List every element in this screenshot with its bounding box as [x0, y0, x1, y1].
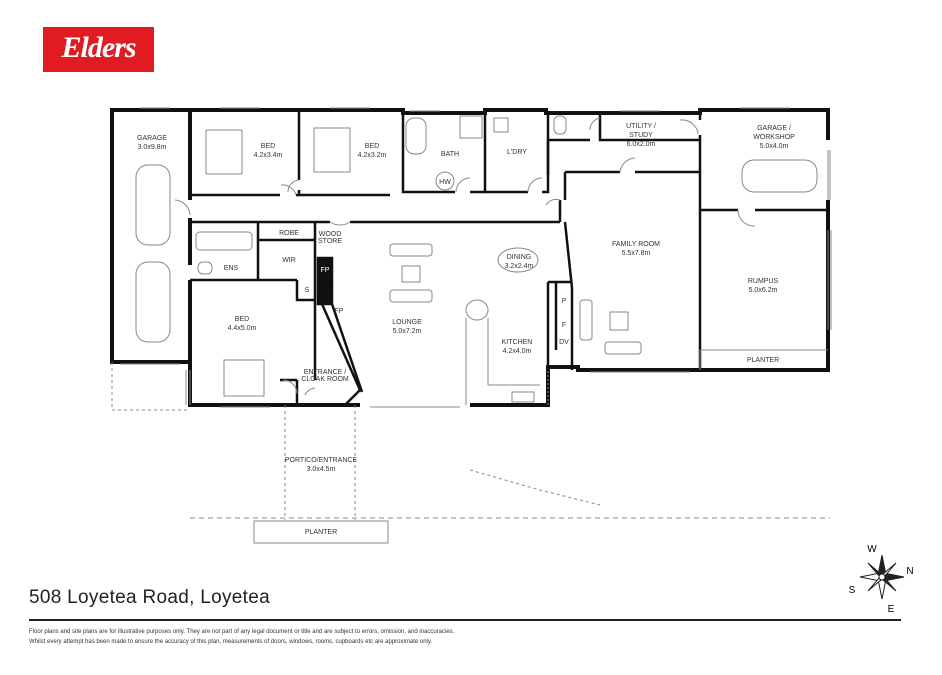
portico-label: PORTICO/ENTRANCE	[285, 457, 358, 464]
wood-store-label1: WOOD	[319, 231, 342, 238]
property-address: 508 Loyetea Road, Loyetea	[29, 587, 270, 608]
lounge-size: 5.0x7.2m	[393, 328, 422, 335]
ens-label: ENS	[224, 265, 239, 272]
kitchen-size: 4.2x4.0m	[503, 348, 532, 355]
portico-size: 3.0x4.5m	[307, 466, 336, 473]
planter-front-box	[253, 520, 389, 544]
dining-size: 3.2x2.4m	[505, 263, 534, 270]
hw-label: HW	[439, 179, 451, 186]
family-room-label: FAMILY ROOM	[612, 241, 660, 248]
f-label: F	[562, 322, 566, 329]
wir-label: WIR	[282, 257, 296, 264]
disclaimer-line-1: Floor plans and site plans are for illus…	[29, 629, 455, 635]
garage-size: 3.0x9.8m	[138, 144, 167, 151]
logo-text: Elders	[61, 31, 136, 64]
utility-size: 6.0x2.0m	[627, 141, 656, 148]
bed2-size: 4.2x3.2m	[358, 152, 387, 159]
compass-n: N	[906, 566, 913, 577]
utility-label: UTILITY /	[626, 123, 656, 130]
fp2-label: FP	[335, 308, 344, 315]
rumpus-size: 5.0x6.2m	[749, 287, 778, 294]
workshop-size: 5.0x4.0m	[760, 143, 789, 150]
bed1-size: 4.2x3.4m	[254, 152, 283, 159]
kitchen-label: KITCHEN	[502, 339, 533, 346]
lounge-label: LOUNGE	[392, 319, 422, 326]
family-room-size: 5.5x7.8m	[622, 250, 651, 257]
workshop-label2: WORKSHOP	[753, 134, 795, 141]
planter-front-label: PLANTER	[305, 529, 337, 536]
compass-rose-icon: W N S E	[849, 544, 914, 613]
compass-s: S	[849, 585, 856, 596]
laundry-label: L'DRY	[507, 149, 527, 156]
compass-w: W	[867, 544, 877, 555]
planter-right-label: PLANTER	[747, 357, 779, 364]
bath-label: BATH	[441, 151, 459, 158]
dv-label: DV	[559, 339, 569, 346]
bed2-label: BED	[365, 143, 379, 150]
disclaimer-line-2: Whilst every attempt has been made to en…	[29, 639, 433, 645]
p-label: P	[562, 298, 567, 305]
study-label: STUDY	[629, 132, 653, 139]
fp1-label: FP	[321, 267, 330, 274]
bed1-label: BED	[261, 143, 275, 150]
floor-plan: GARAGE 3.0x9.8m BED 4.2x3.4m BED 4.2x3.2…	[110, 107, 832, 544]
divider	[29, 619, 901, 621]
dining-label: DINING	[507, 254, 532, 261]
wood-store-label2: STORE	[318, 238, 342, 245]
rumpus-label: RUMPUS	[748, 278, 779, 285]
entrance-label2: CLOAK ROOM	[301, 376, 349, 383]
garage-label: GARAGE	[137, 135, 167, 142]
bed3-label: BED	[235, 316, 249, 323]
bed3-size: 4.4x5.0m	[228, 325, 257, 332]
workshop-label1: GARAGE /	[757, 125, 791, 132]
compass-e: E	[888, 604, 895, 613]
entrance-label1: ENTRANCE /	[304, 369, 346, 376]
elders-logo: Elders	[43, 27, 154, 72]
robe-label: ROBE	[279, 230, 299, 237]
s-label: S	[305, 287, 310, 294]
